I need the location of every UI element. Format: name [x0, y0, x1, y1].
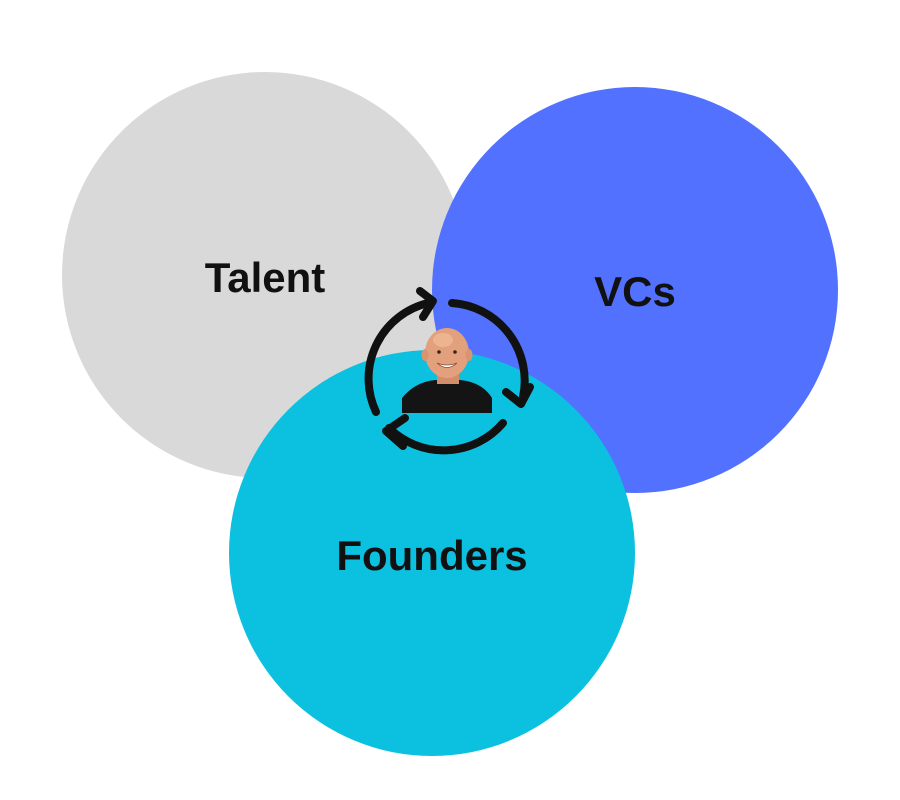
cycle-arrowhead-top: [416, 287, 437, 321]
talent-label: Talent: [205, 254, 326, 301]
cycle-arc-left: [364, 299, 432, 416]
founders-circle: [229, 350, 635, 756]
vcs-label: VCs: [594, 268, 676, 315]
cycle-arrows-icon: [364, 287, 534, 455]
cycle-arc-right: [448, 299, 529, 401]
avatar: [402, 328, 492, 413]
cycle-arrowhead-bottom: [382, 414, 409, 450]
founders-label: Founders: [336, 532, 527, 579]
avatar-shirt: [402, 380, 492, 413]
cycle-arc-bottom: [385, 419, 507, 455]
cycle-arrowhead-right: [502, 383, 534, 408]
